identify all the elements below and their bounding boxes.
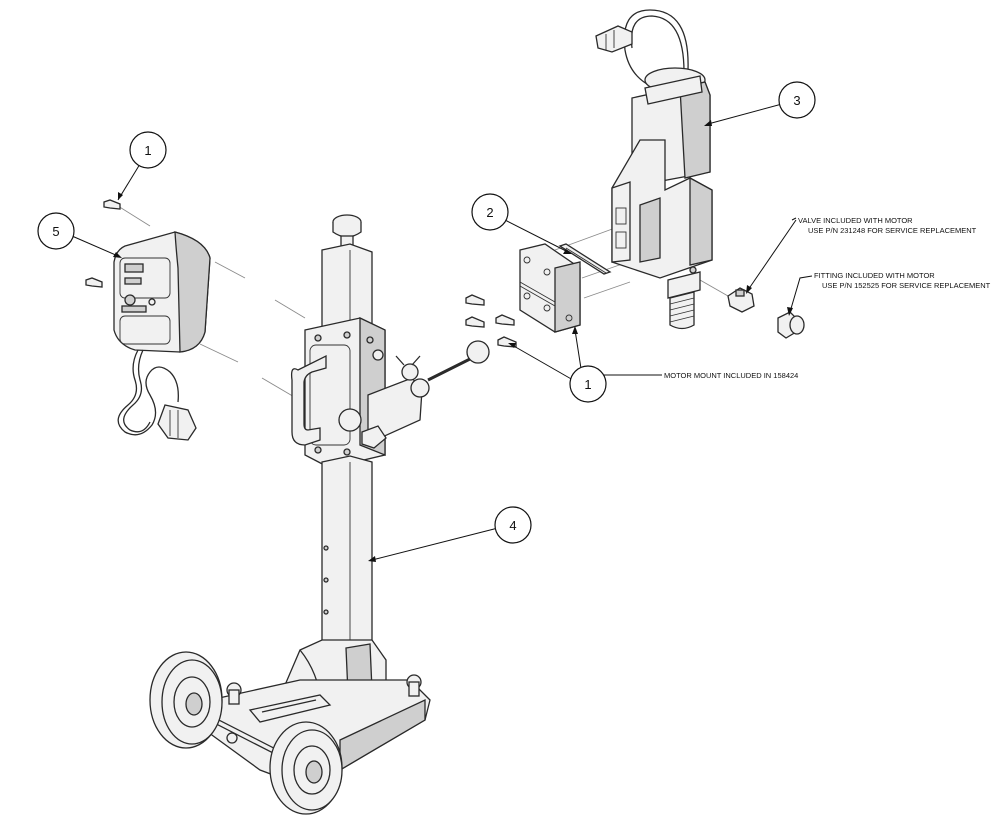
callout-notes: VALVE INCLUDED WITH MOTOR USE P/N 231248… xyxy=(664,216,991,380)
valve-note-line-2: USE P/N 231248 FOR SERVICE REPLACEMENT xyxy=(808,226,977,235)
motor-mount-assembly xyxy=(465,243,612,348)
control-box-label xyxy=(124,263,144,273)
stand-carriage-handle xyxy=(290,354,327,446)
fitting-note-line-2: USE P/N 152525 FOR SERVICE REPLACEMENT xyxy=(822,281,991,290)
mount-screw-1 xyxy=(465,294,485,306)
balloon-item-5: 5 xyxy=(37,212,75,250)
balloon-number: 3 xyxy=(793,93,800,108)
drill-stand-assembly xyxy=(149,214,490,815)
balloon-item-3: 3 xyxy=(778,81,816,119)
control-box-screw-bottom xyxy=(85,277,103,288)
control-box-side xyxy=(174,231,211,353)
control-box-plug xyxy=(157,404,197,441)
balloon-number: 5 xyxy=(52,224,59,239)
balloon-item-2: 2 xyxy=(471,193,509,231)
control-box-switch xyxy=(124,294,136,306)
stand-lower-column xyxy=(321,455,373,657)
control-box-cord xyxy=(117,349,179,436)
balloon-item-1-bottom: 1 xyxy=(569,365,607,403)
balloon-number: 1 xyxy=(144,143,151,158)
item-balloons: 1 5 2 3 1 4 xyxy=(37,81,816,544)
balloon-number: 1 xyxy=(584,377,591,392)
control-box-assembly xyxy=(85,199,211,441)
motor-cord xyxy=(623,9,689,91)
stand-upper-column xyxy=(321,243,373,331)
mount-screw-3 xyxy=(495,314,515,326)
mount-screw-2 xyxy=(465,316,485,328)
stand-feed-handle-ball xyxy=(466,340,490,364)
stand-wheel-right xyxy=(269,721,343,815)
motor-spindle xyxy=(667,271,701,299)
gib-bar xyxy=(558,243,612,275)
valve-note-line-1: VALVE INCLUDED WITH MOTOR xyxy=(798,216,913,225)
control-box-screw-top xyxy=(103,199,121,210)
drill-motor-assembly xyxy=(595,9,805,339)
leader-lines xyxy=(71,103,813,562)
stand-wheel-left xyxy=(149,651,223,749)
fitting-note-line-1: FITTING INCLUDED WITH MOTOR xyxy=(814,271,935,280)
water-valve xyxy=(727,287,755,313)
balloon-item-1-top: 1 xyxy=(129,131,167,169)
balloon-number: 4 xyxy=(509,518,516,533)
balloon-number: 2 xyxy=(486,205,493,220)
motor-mount-note: MOTOR MOUNT INCLUDED IN 158424 xyxy=(664,371,798,380)
balloon-item-4: 4 xyxy=(494,506,532,544)
